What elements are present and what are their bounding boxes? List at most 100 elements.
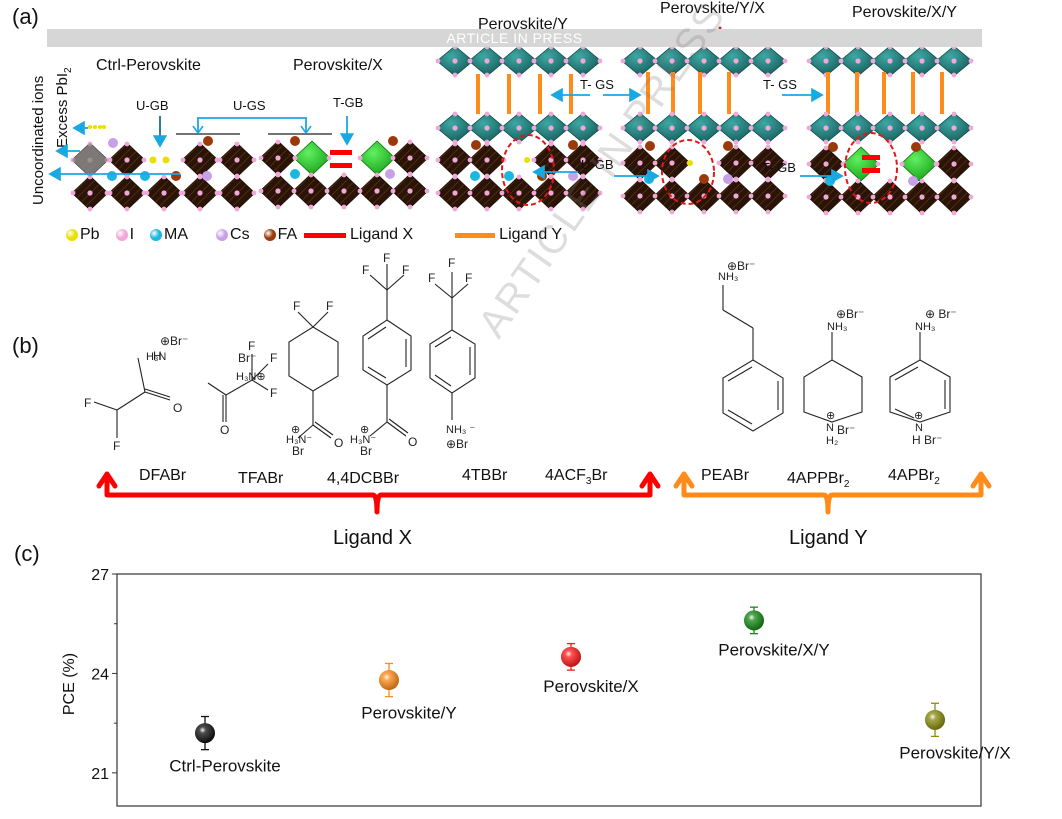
legend-label: MA <box>164 226 189 243</box>
y-axis-label: PCE (%) <box>61 653 78 715</box>
structure-perovskite-x-y <box>806 44 974 216</box>
atom-legend: Pb I MA Cs FA <box>66 226 297 244</box>
atom-label: O <box>408 435 417 449</box>
atom-label: ⊕Br⁻ <box>836 307 864 321</box>
marker-highlight <box>379 670 399 691</box>
legend-item-ma: MA <box>150 226 188 244</box>
ligand-y-label: Ligand Y <box>789 527 868 549</box>
ligand-x-bracket <box>96 471 661 515</box>
atom-label: F <box>448 256 455 270</box>
atom-label: NH₃ <box>915 321 935 333</box>
point-label: Perovskite/Y/X <box>899 743 1011 762</box>
ligand-y-bracket <box>673 471 992 515</box>
pce-chart: 21 24 27 Ctrl-Perovskite Perovskite/Y Perovs… <box>61 567 1011 807</box>
legend-item-pb: Pb <box>66 226 100 244</box>
atom-label: N <box>915 422 923 434</box>
atom-label: F <box>428 271 435 285</box>
molecule-name-dfabr: DFABr <box>139 467 187 484</box>
atom-label: H Br⁻ <box>912 433 942 447</box>
molecule-4tbbr <box>362 264 412 437</box>
atom-label: F <box>362 263 369 277</box>
atom-label: Br⁻ <box>238 351 256 365</box>
atom-label: ⊕ <box>826 410 835 422</box>
legend-item-fa: FA <box>263 226 297 244</box>
molecule-tfabr <box>207 354 269 422</box>
panel-label-b: (b) <box>12 333 39 358</box>
atom-label: ⊕ <box>360 424 369 436</box>
marker-highlight <box>561 646 581 667</box>
atom-label: F <box>270 351 277 365</box>
atom-label: F <box>383 251 390 265</box>
atom-label: H₃N⁻ <box>286 434 312 446</box>
annotation-t-gb: T-GB <box>333 95 364 110</box>
molecule-4appbr2 <box>803 332 863 423</box>
panel-label-a: (a) <box>12 4 39 29</box>
annotation-u-gb: U-GB <box>581 157 614 172</box>
panel-a: Ctrl-Perovskite Perovskite/X Perovskite/… <box>0 0 1062 255</box>
structure-title: Perovskite/Y <box>478 16 568 33</box>
annotation-u-gb: U-GB <box>136 98 169 113</box>
structure-title: Perovskite/Y/X <box>660 0 765 17</box>
structures-illustration <box>48 26 974 216</box>
atom-label: NH₃ <box>718 271 738 283</box>
atom-label: NH₃ ⁻ <box>446 424 475 436</box>
atom-label: O <box>334 436 343 450</box>
panel-label-c: (c) <box>14 541 40 566</box>
point-label: Ctrl-Perovskite <box>169 757 280 776</box>
annotation-u-gs: U-GS <box>233 98 266 113</box>
point-label: Perovskite/Y <box>361 704 456 723</box>
molecule-name-tfabr: TFABr <box>238 470 284 487</box>
atom-label: H <box>153 349 162 363</box>
atom-label: ⊕Br⁻ <box>160 334 188 348</box>
structure-title: Perovskite/X/Y <box>852 4 957 21</box>
data-point-perovskite-y-x: Perovskite/Y/X <box>899 702 1011 762</box>
atom-label: NH₃ <box>827 321 847 333</box>
atom-label: O <box>220 423 229 437</box>
plot-area <box>116 573 982 807</box>
atom-label: F <box>293 299 300 313</box>
atom-label: ⊕ <box>914 410 923 422</box>
molecule-name-4appbr2: 4APPBr2 <box>787 470 850 491</box>
marker-highlight <box>744 610 764 631</box>
atom-label: Br <box>360 444 372 458</box>
molecule-name-4tbbr: 4TBBr <box>462 467 508 484</box>
atom-label: F <box>465 271 472 285</box>
y-tick-label: 27 <box>91 567 109 584</box>
atom-label: F <box>84 396 91 410</box>
ligand-y-legend-label: Ligand Y <box>499 226 563 243</box>
structure-perovskite-x <box>258 116 430 210</box>
atom-label: Br <box>292 444 304 458</box>
legend-item-i: I <box>115 226 134 244</box>
molecule-name-4acf3br: 4ACF3Br <box>545 467 608 488</box>
data-point-perovskite-x: Perovskite/X <box>543 642 639 696</box>
ligand-x-label: Ligand X <box>333 527 412 549</box>
atom-label: H₃N⊕ <box>236 371 266 383</box>
panel-b-molecules: H O F F H₃N ⊕Br⁻ Br⁻ H₃N⊕ O F F F F F O … <box>84 251 992 515</box>
atom-swatch <box>115 229 128 241</box>
legend-item-cs: Cs <box>216 226 250 244</box>
structure-perovskite-y <box>435 44 603 212</box>
structure-title: Ctrl-Perovskite <box>96 57 201 74</box>
ligand-x-legend-label: Ligand X <box>350 226 414 243</box>
atom-label: H₂ <box>826 435 838 447</box>
atom-label: F <box>248 339 255 353</box>
atom-swatch <box>263 229 276 241</box>
atom-label: N <box>826 422 834 434</box>
molecule-name-4apbr2: 4APBr2 <box>888 467 940 488</box>
molecule-4acf3br <box>429 272 476 420</box>
y-tick-label: 21 <box>91 766 109 783</box>
annotation-t-gs: T- GS <box>763 77 797 92</box>
data-point-perovskite-y: Perovskite/Y <box>361 662 457 723</box>
atom-label: H₃N⁻ <box>350 434 376 446</box>
y-tick-label: 24 <box>91 666 109 683</box>
data-point-perovskite-x-y: Perovskite/X/Y <box>718 606 830 660</box>
molecule-dfabr <box>93 357 171 438</box>
molecule-name-peabr: PEABr <box>701 467 750 484</box>
ligand-legend: Ligand X Ligand Y <box>304 226 562 244</box>
atom-label: F <box>113 439 120 453</box>
molecule-44dcbbr <box>288 311 339 439</box>
atom-label: ⊕ Br⁻ <box>925 307 957 321</box>
structure-ctrl <box>48 116 332 212</box>
atom-label: H₃N <box>146 351 166 363</box>
ligand-y-swatch <box>455 232 496 238</box>
